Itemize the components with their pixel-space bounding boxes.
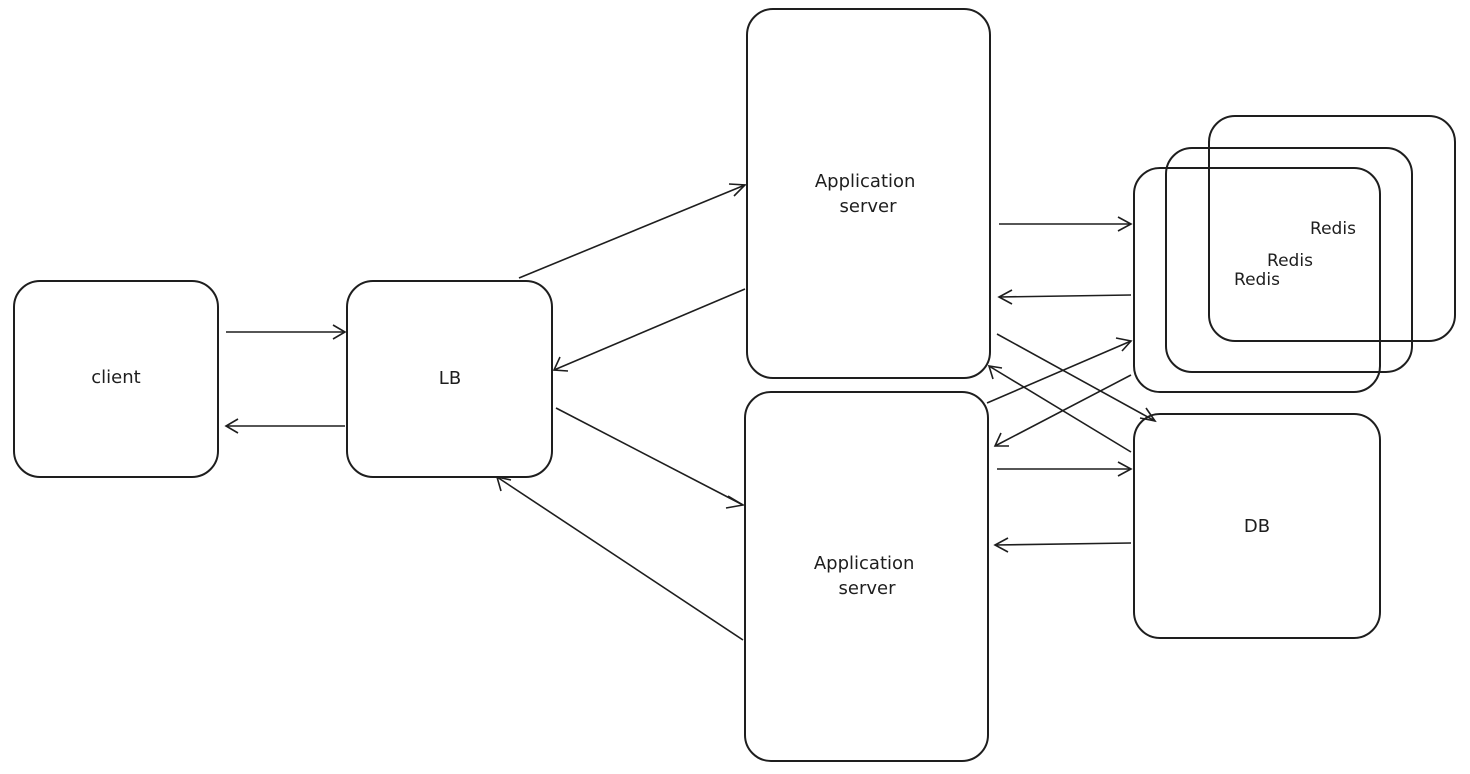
arrow-lb-to-client [224, 418, 345, 434]
arrow-app-bottom-to-redis [986, 337, 1133, 404]
app-server-bottom-label-line2: server [839, 578, 897, 599]
arrow-client-to-lb [226, 324, 347, 340]
arrow-db-to-app-top [987, 365, 1132, 453]
db-label: DB [1244, 516, 1270, 537]
app-server-bottom-label: Application server [814, 553, 920, 599]
redis-box-3 [1208, 115, 1456, 342]
arrow-app-top-to-lb [552, 288, 746, 372]
arrow-redis-to-app-top [997, 289, 1132, 305]
redis-label-3: Redis [1310, 219, 1356, 239]
redis-box-1 [1133, 167, 1381, 393]
app-server-top-label: Application server [815, 171, 921, 217]
client-node[interactable]: client [13, 280, 219, 478]
app-server-top-label-line2: server [840, 196, 898, 217]
redis-label-2: Redis [1267, 251, 1313, 271]
arrow-lb-to-app-top [518, 183, 747, 279]
lb-label: LB [439, 368, 461, 389]
lb-node[interactable]: LB [346, 280, 553, 478]
arrow-app-top-to-db [996, 333, 1157, 423]
app-server-bottom-label-line1: Application [814, 553, 915, 574]
app-server-bottom-node[interactable]: Application server [744, 391, 989, 762]
client-label: client [91, 367, 140, 388]
redis-label-1: Redis [1234, 270, 1280, 290]
arrow-app-bottom-to-db [997, 461, 1133, 477]
redis-stack-node[interactable]: Redis Redis Redis [1133, 115, 1456, 393]
arrow-lb-to-app-bottom [555, 407, 746, 509]
app-server-top-node[interactable]: Application server [746, 8, 991, 379]
app-server-top-label-line1: Application [815, 171, 916, 192]
arrow-redis-to-app-bottom [993, 374, 1132, 447]
arrow-app-bottom-to-lb [495, 475, 744, 641]
arrow-db-to-app-bottom [993, 537, 1132, 553]
arrow-app-top-to-redis [999, 216, 1133, 232]
redis-box-2 [1165, 147, 1413, 373]
db-node[interactable]: DB [1133, 413, 1381, 639]
